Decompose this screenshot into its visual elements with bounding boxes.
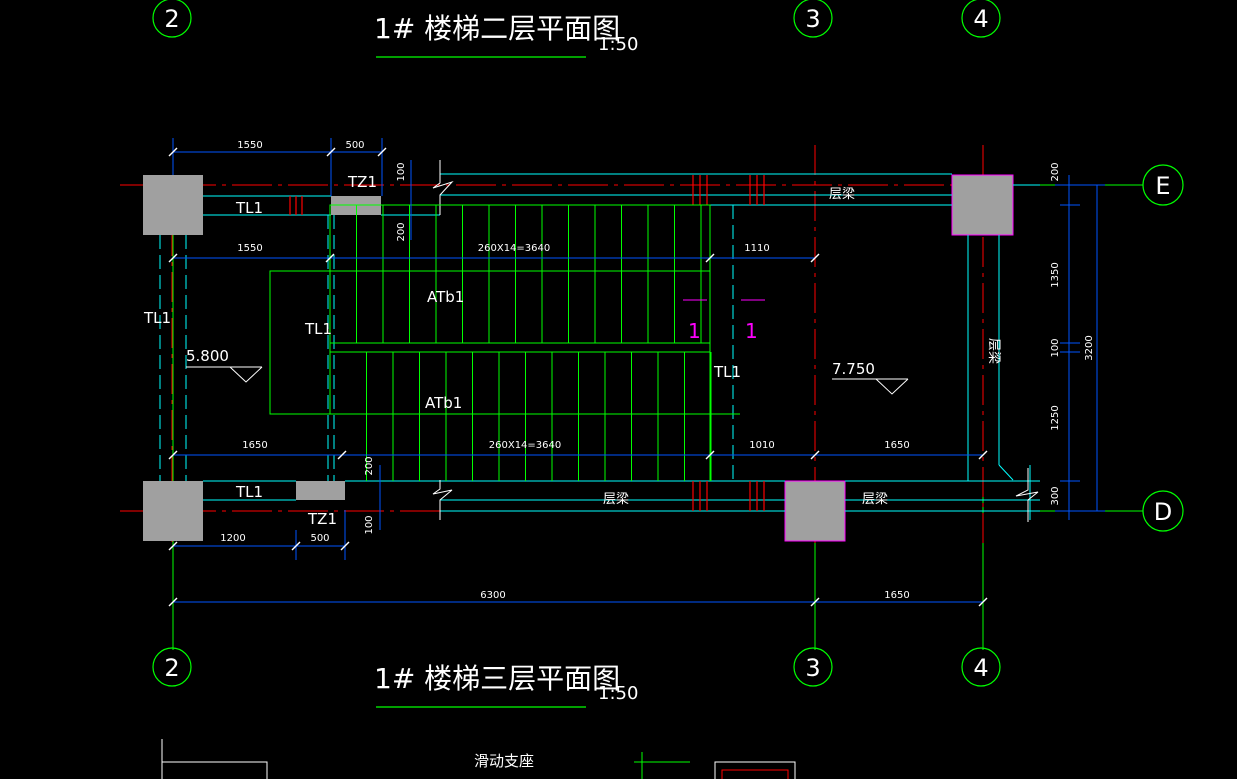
dim-text: 1010: [749, 440, 774, 451]
dim-text: 300: [1050, 486, 1061, 505]
dim-text: 260X14=3640: [478, 243, 551, 254]
dim-text: 200: [364, 456, 375, 475]
dim-text: 200: [1050, 162, 1061, 181]
level-mark-right: 7.750: [832, 360, 909, 395]
axis-label: 4: [973, 654, 988, 682]
dim-text: 500: [310, 533, 329, 544]
dim-text: 1110: [744, 243, 769, 254]
dim-text: 1200: [220, 533, 245, 544]
label-beam-right: 层梁: [986, 338, 1001, 364]
treads-upper: [356, 205, 702, 343]
column-2d: [143, 481, 203, 541]
label-beam-top: 层梁: [829, 187, 855, 202]
level-mark-left: 5.800: [186, 347, 263, 383]
drawing-title-bottom: 1# 楼梯三层平面图: [374, 662, 620, 695]
column-4e: [951, 174, 1014, 236]
label-tl1-mid: TL1: [304, 320, 332, 338]
axis-label: 2: [164, 654, 179, 682]
label-tz1-bottom: TZ1: [307, 510, 337, 528]
dimension-lines: [172, 138, 1105, 603]
label-tl1-bottom: TL1: [235, 483, 263, 501]
detail-frame-left-2: [162, 761, 268, 779]
dim-text: 1650: [884, 590, 909, 601]
dim-text: 1550: [237, 140, 262, 151]
dim-text: 1550: [237, 243, 262, 254]
dim-text: 3200: [1084, 335, 1095, 360]
axis-label: 3: [805, 654, 820, 682]
dim-text: 100: [1050, 338, 1061, 357]
break-marks: [432, 160, 1039, 522]
label-tz1-top: TZ1: [347, 173, 377, 191]
level-text: 5.800: [186, 347, 229, 365]
axis-bubble-bottom-2: 2: [152, 647, 192, 687]
axis-bubble-bottom-3: 3: [793, 647, 833, 687]
dim-text: 100: [396, 162, 407, 181]
axis-bubble-bottom-4: 4: [961, 647, 1001, 687]
axis-label: D: [1154, 498, 1172, 526]
dim-text: 1650: [884, 440, 909, 451]
drawing-scale-bottom: 1:50: [598, 683, 638, 704]
axis-label: 4: [973, 5, 988, 33]
label-atb1-lower: ATb1: [425, 394, 462, 412]
label-beam-bottom-1: 层梁: [603, 492, 629, 507]
dim-text: 100: [364, 515, 375, 534]
drawing-scale-top: 1:50: [598, 34, 638, 55]
dimension-ticks: [168, 147, 988, 607]
section-mark-right: 1: [741, 299, 765, 343]
dim-text: 260X14=3640: [489, 440, 562, 451]
axis-bubble-right-d: D: [1142, 490, 1184, 532]
label-tl1-right: TL1: [713, 363, 741, 381]
axis-label: 3: [805, 5, 820, 33]
axis-bubble-top-3: 3: [793, 0, 833, 38]
dim-text: 1650: [242, 440, 267, 451]
column-3d: [784, 480, 846, 542]
beam-hatch-marks: [289, 175, 765, 511]
axis-label: 2: [164, 5, 179, 33]
label-beam-bottom-2: 层梁: [862, 492, 888, 507]
axis-bubble-top-4: 4: [961, 0, 1001, 38]
level-text: 7.750: [832, 360, 875, 378]
dim-text: 6300: [480, 590, 505, 601]
label-atb1-upper: ATb1: [427, 288, 464, 306]
section-mark-left: 1: [683, 299, 707, 343]
label-slide-support: 滑动支座: [474, 752, 534, 770]
detail-box-inner: [721, 769, 789, 779]
dim-text: 1250: [1050, 405, 1061, 430]
label-tl1-top: TL1: [235, 199, 263, 217]
label-tl1-left: TL1: [143, 309, 171, 327]
column-tz1-bottom: [296, 481, 345, 500]
dim-text: 1350: [1050, 262, 1061, 287]
axis-label: E: [1155, 172, 1170, 200]
column-2e: [143, 175, 203, 235]
dim-text: 200: [396, 222, 407, 241]
section-number: 1: [745, 319, 758, 343]
drawing-title-top: 1# 楼梯二层平面图: [374, 12, 620, 45]
treads-lower: [366, 352, 712, 481]
dim-text: 500: [345, 140, 364, 151]
section-number: 1: [688, 319, 701, 343]
detail-box: [714, 761, 796, 779]
axis-bubble-right-e: E: [1142, 164, 1184, 206]
walls-beams: [159, 173, 1040, 520]
detail-marker: [634, 752, 690, 779]
axis-bubble-top-2: 2: [152, 0, 192, 38]
